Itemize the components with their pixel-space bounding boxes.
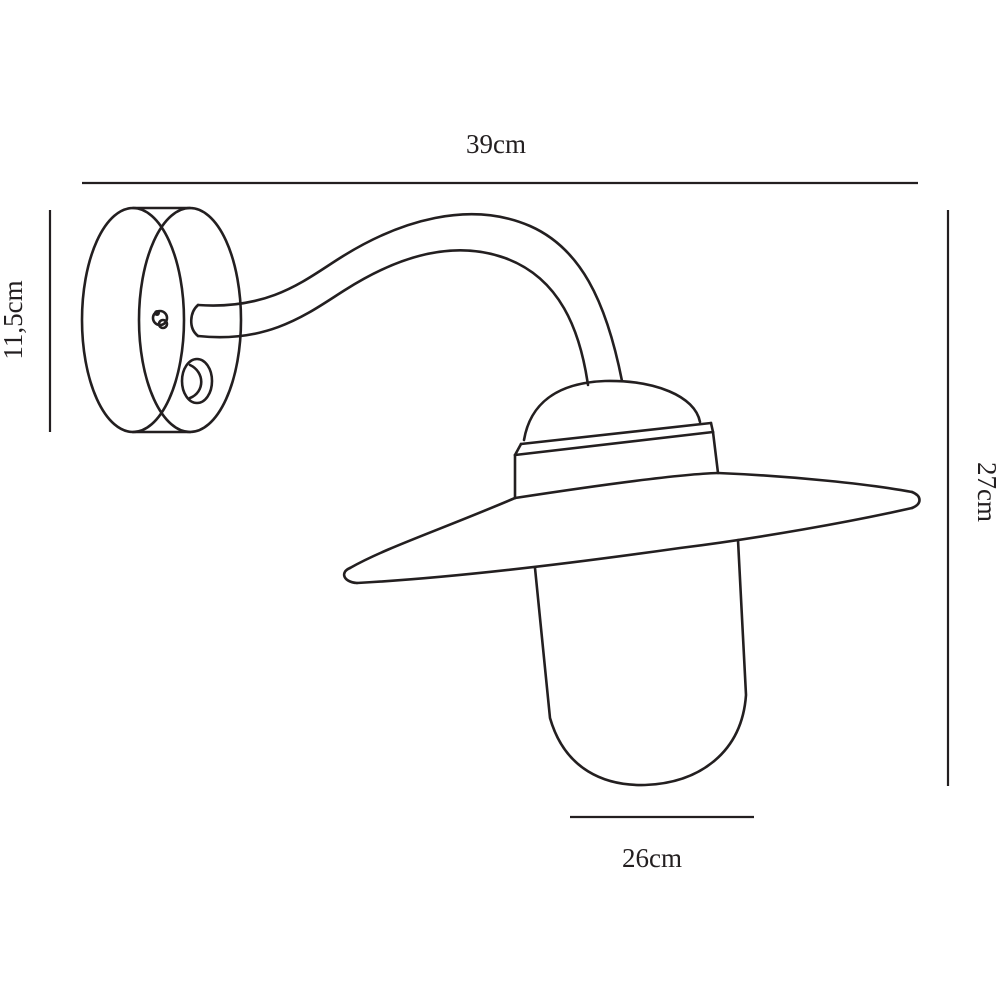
glass-width-label: 26cm <box>622 843 682 873</box>
height-label: 27cm <box>972 462 1000 522</box>
depth-label: 11,5cm <box>0 280 28 359</box>
wall-mount-plate <box>80 206 243 434</box>
mount-screw-icon <box>151 309 169 330</box>
lamp-cap <box>513 379 720 500</box>
lamp-shade <box>342 471 921 585</box>
width-label: 39cm <box>466 129 526 159</box>
motion-sensor-icon <box>180 357 214 405</box>
glass-cylinder <box>533 538 748 787</box>
lamp-arm <box>189 212 624 387</box>
